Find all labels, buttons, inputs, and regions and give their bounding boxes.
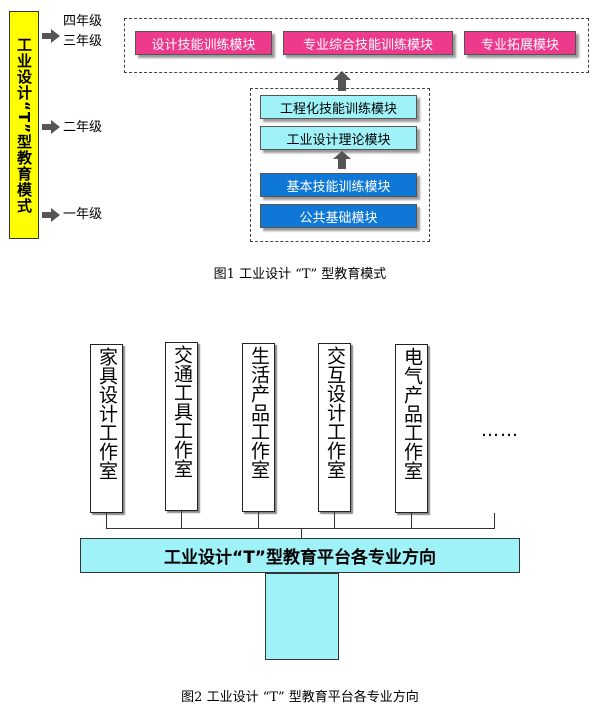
grade-arrow-icon bbox=[42, 208, 60, 222]
connector-line bbox=[181, 511, 182, 528]
studio-label: 交通工具工作室 bbox=[171, 345, 193, 478]
upper-grade-module-group bbox=[124, 18, 589, 73]
connector-line bbox=[334, 512, 335, 528]
up-arrow-icon bbox=[333, 71, 351, 91]
grade-arrow-icon bbox=[42, 120, 60, 134]
studio-interaction: 交互设计工作室 bbox=[318, 343, 351, 512]
t-platform-stem bbox=[265, 573, 339, 660]
design-skill-module: 设计技能训练模块 bbox=[135, 31, 272, 55]
t-platform-bar: 工业设计“T”型教育平台各专业方向 bbox=[80, 538, 520, 573]
public-basic-module: 公共基础模块 bbox=[260, 204, 417, 228]
model-title-text: 工业设计“T”型教育模式 bbox=[15, 36, 33, 214]
comprehensive-skill-module: 专业综合技能训练模块 bbox=[283, 31, 453, 55]
lower-grade-module-group bbox=[250, 88, 430, 242]
connector-line bbox=[494, 513, 495, 528]
studio-label: 交互设计工作室 bbox=[324, 346, 346, 479]
studio-transportation: 交通工具工作室 bbox=[165, 342, 198, 511]
more-studios-ellipsis: …… bbox=[481, 420, 519, 441]
connector-line bbox=[258, 512, 259, 528]
studio-furniture: 家具设计工作室 bbox=[90, 344, 123, 513]
figure-1-caption: 图1 工业设计 “T” 型教育模式 bbox=[213, 267, 387, 282]
expansion-module: 专业拓展模块 bbox=[464, 31, 576, 55]
figure-2-caption: 图2 工业设计 “T” 型教育平台各专业方向 bbox=[181, 690, 419, 705]
engineering-skill-module: 工程化技能训练模块 bbox=[260, 95, 417, 119]
grade-2-label: 二年级 bbox=[63, 120, 103, 135]
connector-bus-line bbox=[106, 528, 495, 529]
grade-arrow-icon bbox=[42, 29, 60, 43]
basic-skill-module: 基本技能训练模块 bbox=[260, 173, 417, 197]
connector-line bbox=[106, 513, 107, 528]
studio-electrical: 电气产品工作室 bbox=[395, 344, 428, 513]
connector-line bbox=[301, 528, 302, 538]
studio-label: 家具设计工作室 bbox=[96, 347, 118, 480]
model-title-bar: 工业设计“T”型教育模式 bbox=[9, 11, 39, 239]
studio-label: 生活产品工作室 bbox=[248, 346, 270, 479]
studio-label: 电气产品工作室 bbox=[401, 347, 423, 480]
grade-4-label: 四年级 bbox=[63, 14, 103, 29]
studio-life-products: 生活产品工作室 bbox=[242, 343, 275, 512]
connector-line bbox=[411, 513, 412, 528]
grade-1-label: 一年级 bbox=[63, 207, 103, 222]
design-theory-module: 工业设计理论模块 bbox=[260, 126, 417, 150]
grade-3-label: 三年级 bbox=[63, 34, 103, 49]
up-arrow-icon bbox=[333, 151, 351, 169]
